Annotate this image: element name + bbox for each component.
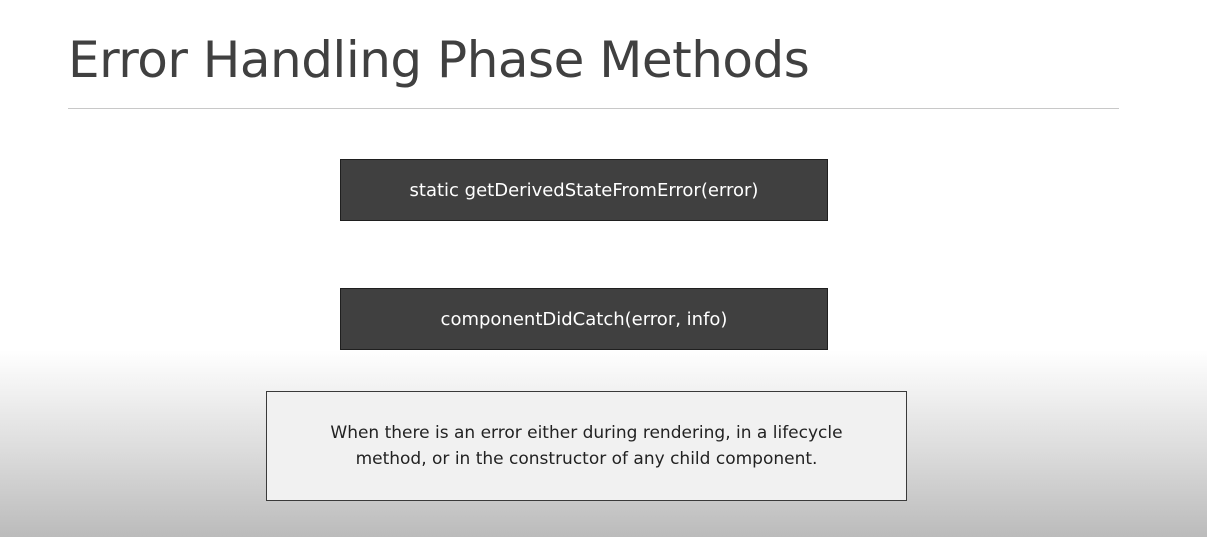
- method-label: static getDerivedStateFromError(error): [409, 179, 759, 201]
- title-divider: [68, 108, 1119, 109]
- note-line-2: method, or in the constructor of any chi…: [355, 449, 818, 469]
- method-box-get-derived-state-from-error: static getDerivedStateFromError(error): [340, 159, 828, 221]
- slide-title: Error Handling Phase Methods: [68, 31, 810, 89]
- method-box-component-did-catch: componentDidCatch(error, info): [340, 288, 828, 350]
- method-label: componentDidCatch(error, info): [440, 308, 728, 330]
- note-line-1: When there is an error either during ren…: [330, 423, 843, 443]
- description-note-box: When there is an error either during ren…: [266, 391, 907, 501]
